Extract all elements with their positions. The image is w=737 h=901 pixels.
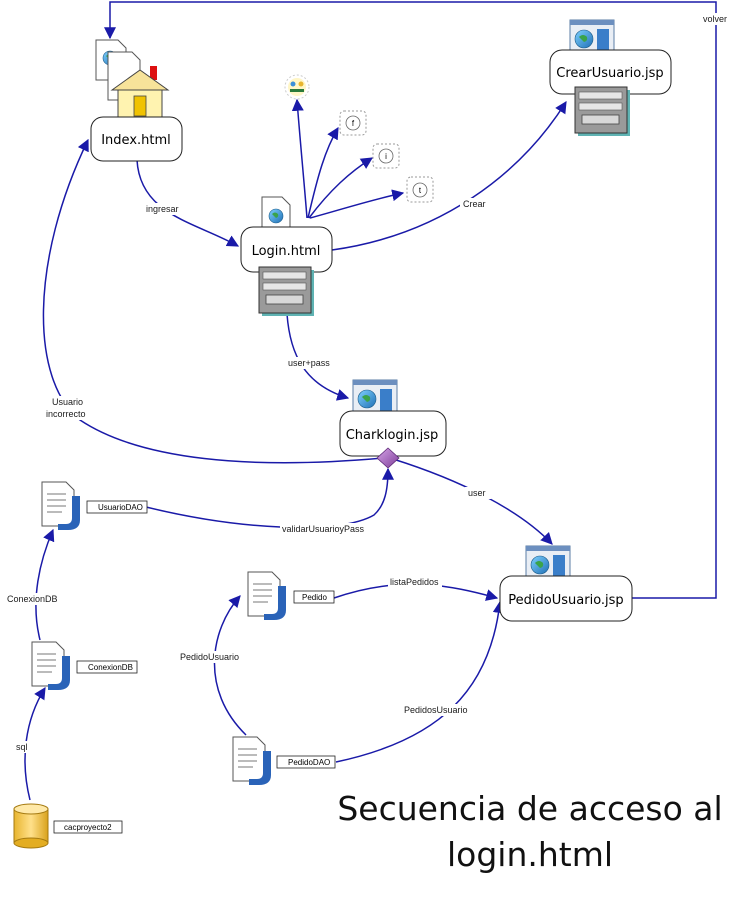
edge-usuario-incorrecto — [42, 138, 385, 464]
file-usuario-dao[interactable]: UsuarioDAO — [41, 481, 148, 530]
node-label: PedidoUsuario.jsp — [508, 593, 623, 608]
decision-diamond — [376, 447, 400, 469]
social-logo-icon[interactable] — [284, 74, 310, 100]
label-volver: volver — [703, 14, 727, 24]
database-icon — [13, 803, 49, 849]
browser-window-icon — [569, 19, 615, 55]
edge-labels: volver ingresar Crear user+pass Usuario … — [5, 13, 732, 753]
diagram-title-line2: login.html — [446, 835, 614, 874]
node-box — [499, 575, 633, 622]
label-usuario-incorrecto-2: incorrecto — [46, 409, 86, 419]
node-index[interactable]: Index.html — [90, 39, 183, 162]
file-label-box — [86, 500, 148, 514]
edge-social-logo — [291, 98, 308, 219]
label-conexiondb: ConexionDB — [7, 594, 58, 604]
node-charklogin[interactable]: Charklogin.jsp — [339, 379, 447, 469]
label-sql: sql — [16, 742, 28, 752]
file-label-box — [53, 820, 123, 834]
file-label-box — [276, 755, 336, 769]
edge-social-t — [309, 189, 405, 219]
edge-conexiondb — [35, 528, 55, 641]
social-icons: f i t — [284, 74, 434, 203]
browser-window-icon — [352, 379, 398, 415]
label-pedidos-usuario: PedidosUsuario — [404, 705, 468, 715]
node-label: Charklogin.jsp — [346, 428, 439, 443]
label-ingresar: ingresar — [146, 204, 179, 214]
node-label: CrearUsuario.jsp — [556, 66, 663, 81]
java-file-icon — [41, 481, 80, 530]
form-icon — [258, 266, 314, 316]
file-pedido-dao[interactable]: PedidoDAO — [232, 736, 336, 785]
twitter-icon[interactable]: t — [406, 176, 434, 203]
file-label: PedidoDAO — [288, 758, 330, 767]
facebook-icon[interactable]: f — [339, 110, 367, 136]
browser-window-icon — [525, 545, 571, 581]
node-login[interactable]: Login.html — [240, 196, 333, 316]
file-pedido[interactable]: Pedido — [247, 571, 335, 620]
database-cacproyecto2[interactable]: cacproyecto2 — [13, 803, 123, 849]
file-label: cacproyecto2 — [64, 823, 112, 832]
info-icon[interactable]: i — [372, 143, 400, 169]
node-crear-usuario[interactable]: CrearUsuario.jsp — [549, 19, 672, 136]
edge-social-i — [308, 157, 374, 219]
label-crear: Crear — [463, 199, 486, 209]
label-lista-pedidos: listaPedidos — [390, 577, 439, 587]
house-icon — [110, 66, 170, 119]
svg-text:i: i — [385, 152, 387, 161]
file-conexion-db[interactable]: ConexionDB — [31, 641, 138, 690]
label-user-pass: user+pass — [288, 358, 330, 368]
edge-crear — [331, 100, 567, 251]
java-file-icon — [232, 736, 271, 785]
edge-pedidos-usuario — [335, 600, 505, 763]
edge-social-f — [307, 126, 339, 219]
file-label-box — [76, 660, 138, 674]
java-file-icon — [31, 641, 70, 690]
file-label: Pedido — [302, 593, 327, 602]
file-label-box — [293, 590, 335, 604]
label-pedido-usuario: PedidoUsuario — [180, 652, 239, 662]
node-box — [90, 116, 183, 162]
svg-text:f: f — [352, 119, 355, 128]
node-label: Login.html — [252, 244, 321, 259]
diagram-title-line1: Secuencia de acceso al — [337, 789, 723, 828]
file-label: UsuarioDAO — [98, 503, 143, 512]
label-usuario-incorrecto-1: Usuario — [52, 397, 83, 407]
java-file-icon — [247, 571, 286, 620]
edge-user — [392, 458, 553, 545]
edge-user-pass — [286, 313, 350, 401]
form-icon — [574, 86, 630, 136]
diagram-title: Secuencia de acceso al login.html — [330, 786, 730, 878]
label-user: user — [468, 488, 486, 498]
label-validar: validarUsuarioyPass — [282, 524, 365, 534]
edge-pedido-usuario — [213, 595, 247, 736]
svg-text:t: t — [419, 186, 422, 195]
edge-volver — [104, 1, 717, 599]
edge-validar — [145, 467, 394, 529]
node-pedido-usuario[interactable]: PedidoUsuario.jsp — [499, 545, 633, 622]
node-label: Index.html — [101, 133, 171, 148]
file-label: ConexionDB — [88, 663, 133, 672]
